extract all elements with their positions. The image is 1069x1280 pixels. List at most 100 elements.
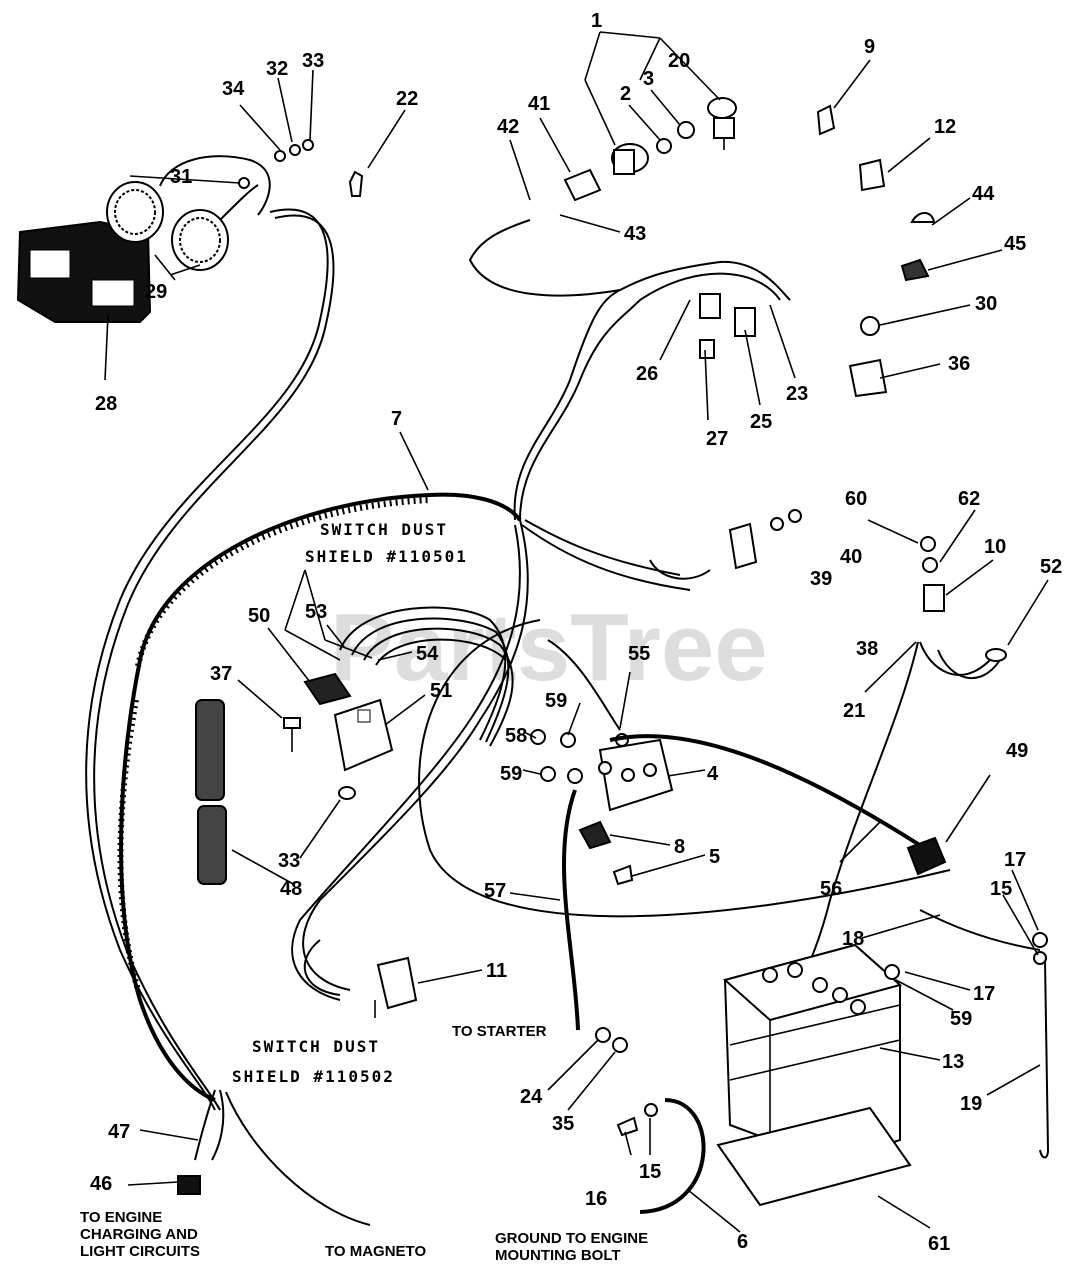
label-45: 45 [1004,233,1026,255]
label-26: 26 [636,363,658,385]
label-54: 54 [416,643,439,665]
ignition-switch [611,121,695,175]
headlight-lamp [106,181,229,271]
label-30: 30 [975,293,997,315]
label-17a: 17 [1004,849,1026,871]
main-harness [138,492,522,661]
label-21: 21 [843,700,865,722]
label-46: 46 [90,1173,112,1195]
label-37: 37 [210,663,232,685]
label-11: 11 [486,960,507,982]
connector-41 [563,168,602,202]
washer-33 [338,786,356,800]
label-41: 41 [528,93,550,115]
lamp-socket-parts [238,139,364,197]
label-10: 10 [984,536,1006,558]
label-55: 55 [628,643,650,665]
captions: SWITCH DUST SHIELD #110501 SWITCH DUST S… [80,520,648,1264]
clip-45 [900,258,930,282]
label-18: 18 [842,928,864,950]
label-23: 23 [786,383,808,405]
caption-engine-line1: TO ENGINE [80,1209,162,1226]
clip-44 [910,212,936,223]
clip-12 [858,158,886,192]
label-7: 7 [391,408,402,430]
connector-27 [699,339,715,359]
label-31: 31 [170,166,192,188]
label-50: 50 [248,605,270,627]
label-60: 60 [845,488,867,510]
caption-to-starter: TO STARTER [452,1023,547,1040]
label-36: 36 [948,353,970,375]
label-25: 25 [750,411,772,433]
label-9: 9 [864,36,875,58]
label-8: 8 [674,836,685,858]
caption-ground-line2: MOUNTING BOLT [495,1247,621,1264]
label-39: 39 [810,568,832,590]
caption-ground-line1: GROUND TO ENGINE [495,1230,648,1247]
rod-19 [1039,959,1050,1159]
label-35: 35 [552,1113,574,1135]
label-59a: 59 [545,690,567,712]
switch-10 [923,584,945,612]
caption-shield2-line2: SHIELD #110502 [232,1067,395,1086]
label-17b: 17 [973,983,995,1005]
label-38: 38 [856,638,878,660]
caption-shield1-line2: SHIELD #110501 [305,547,468,566]
clip-9 [816,104,836,136]
bolt-16 [616,1116,639,1137]
label-57: 57 [484,880,506,902]
label-51: 51 [430,680,452,702]
bolt-5 [612,864,634,886]
label-40: 40 [840,546,862,568]
terminal-52 [985,648,1007,662]
connector-26 [699,293,721,319]
bolt-37 [283,717,301,752]
watermark: PartsTree [330,594,768,701]
label-13: 13 [942,1051,964,1073]
label-52: 52 [1040,556,1062,578]
caption-to-magneto: TO MAGNETO [325,1243,426,1260]
label-43: 43 [624,223,646,245]
cable-56 [609,734,937,857]
label-33a: 33 [302,50,324,72]
label-5: 5 [709,846,720,868]
label-15b: 15 [639,1161,661,1183]
label-48: 48 [280,878,302,900]
battery-tray-61 [716,1106,912,1207]
connector-46 [177,1175,201,1195]
switch-50 [303,672,352,706]
label-6: 6 [737,1231,748,1253]
label-42: 42 [497,116,519,138]
label-4: 4 [707,763,719,785]
label-27: 27 [706,428,728,450]
conduit-48 [195,699,227,885]
bracket-8 [578,820,612,850]
label-47: 47 [108,1121,130,1143]
label-62: 62 [958,488,980,510]
ground-cable-6 [639,1098,706,1214]
ignition-key [707,97,737,150]
caption-engine-line3: LIGHT CIRCUITS [80,1243,200,1260]
caption-shield1-line1: SWITCH DUST [320,520,448,539]
switch-11 [376,956,418,1010]
headlight-housing [16,220,152,323]
headlight-wire [159,155,271,216]
label-33b: 33 [278,850,300,872]
part-labels: 1 2 3 4 5 6 7 8 9 10 11 12 13 15 15 16 1… [90,10,1062,1255]
caption-shield2-line1: SWITCH DUST [252,1037,380,1056]
switch-38 [728,522,758,570]
label-53: 53 [305,601,327,623]
bracket-51 [333,698,394,772]
label-12: 12 [934,116,956,138]
connector-25 [734,307,756,337]
label-44: 44 [972,183,995,205]
label-19: 19 [960,1093,982,1115]
label-16: 16 [585,1188,607,1210]
solenoid-4 [598,738,674,812]
label-3: 3 [643,68,654,90]
battery-13 [722,943,903,1164]
label-61: 61 [928,1233,950,1255]
